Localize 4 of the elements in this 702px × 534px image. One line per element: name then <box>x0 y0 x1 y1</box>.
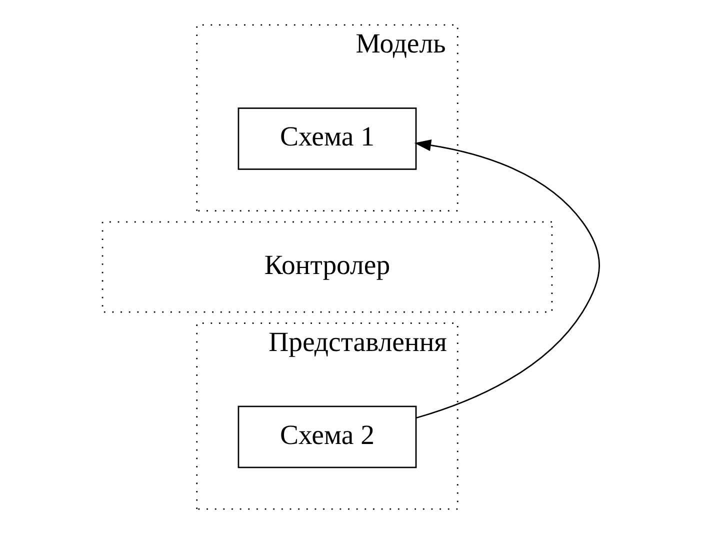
node-box: Схема 2 <box>238 406 417 468</box>
arrow <box>414 140 600 419</box>
node-box: Контролер <box>102 221 553 313</box>
node-box: Схема 1 <box>238 108 417 170</box>
